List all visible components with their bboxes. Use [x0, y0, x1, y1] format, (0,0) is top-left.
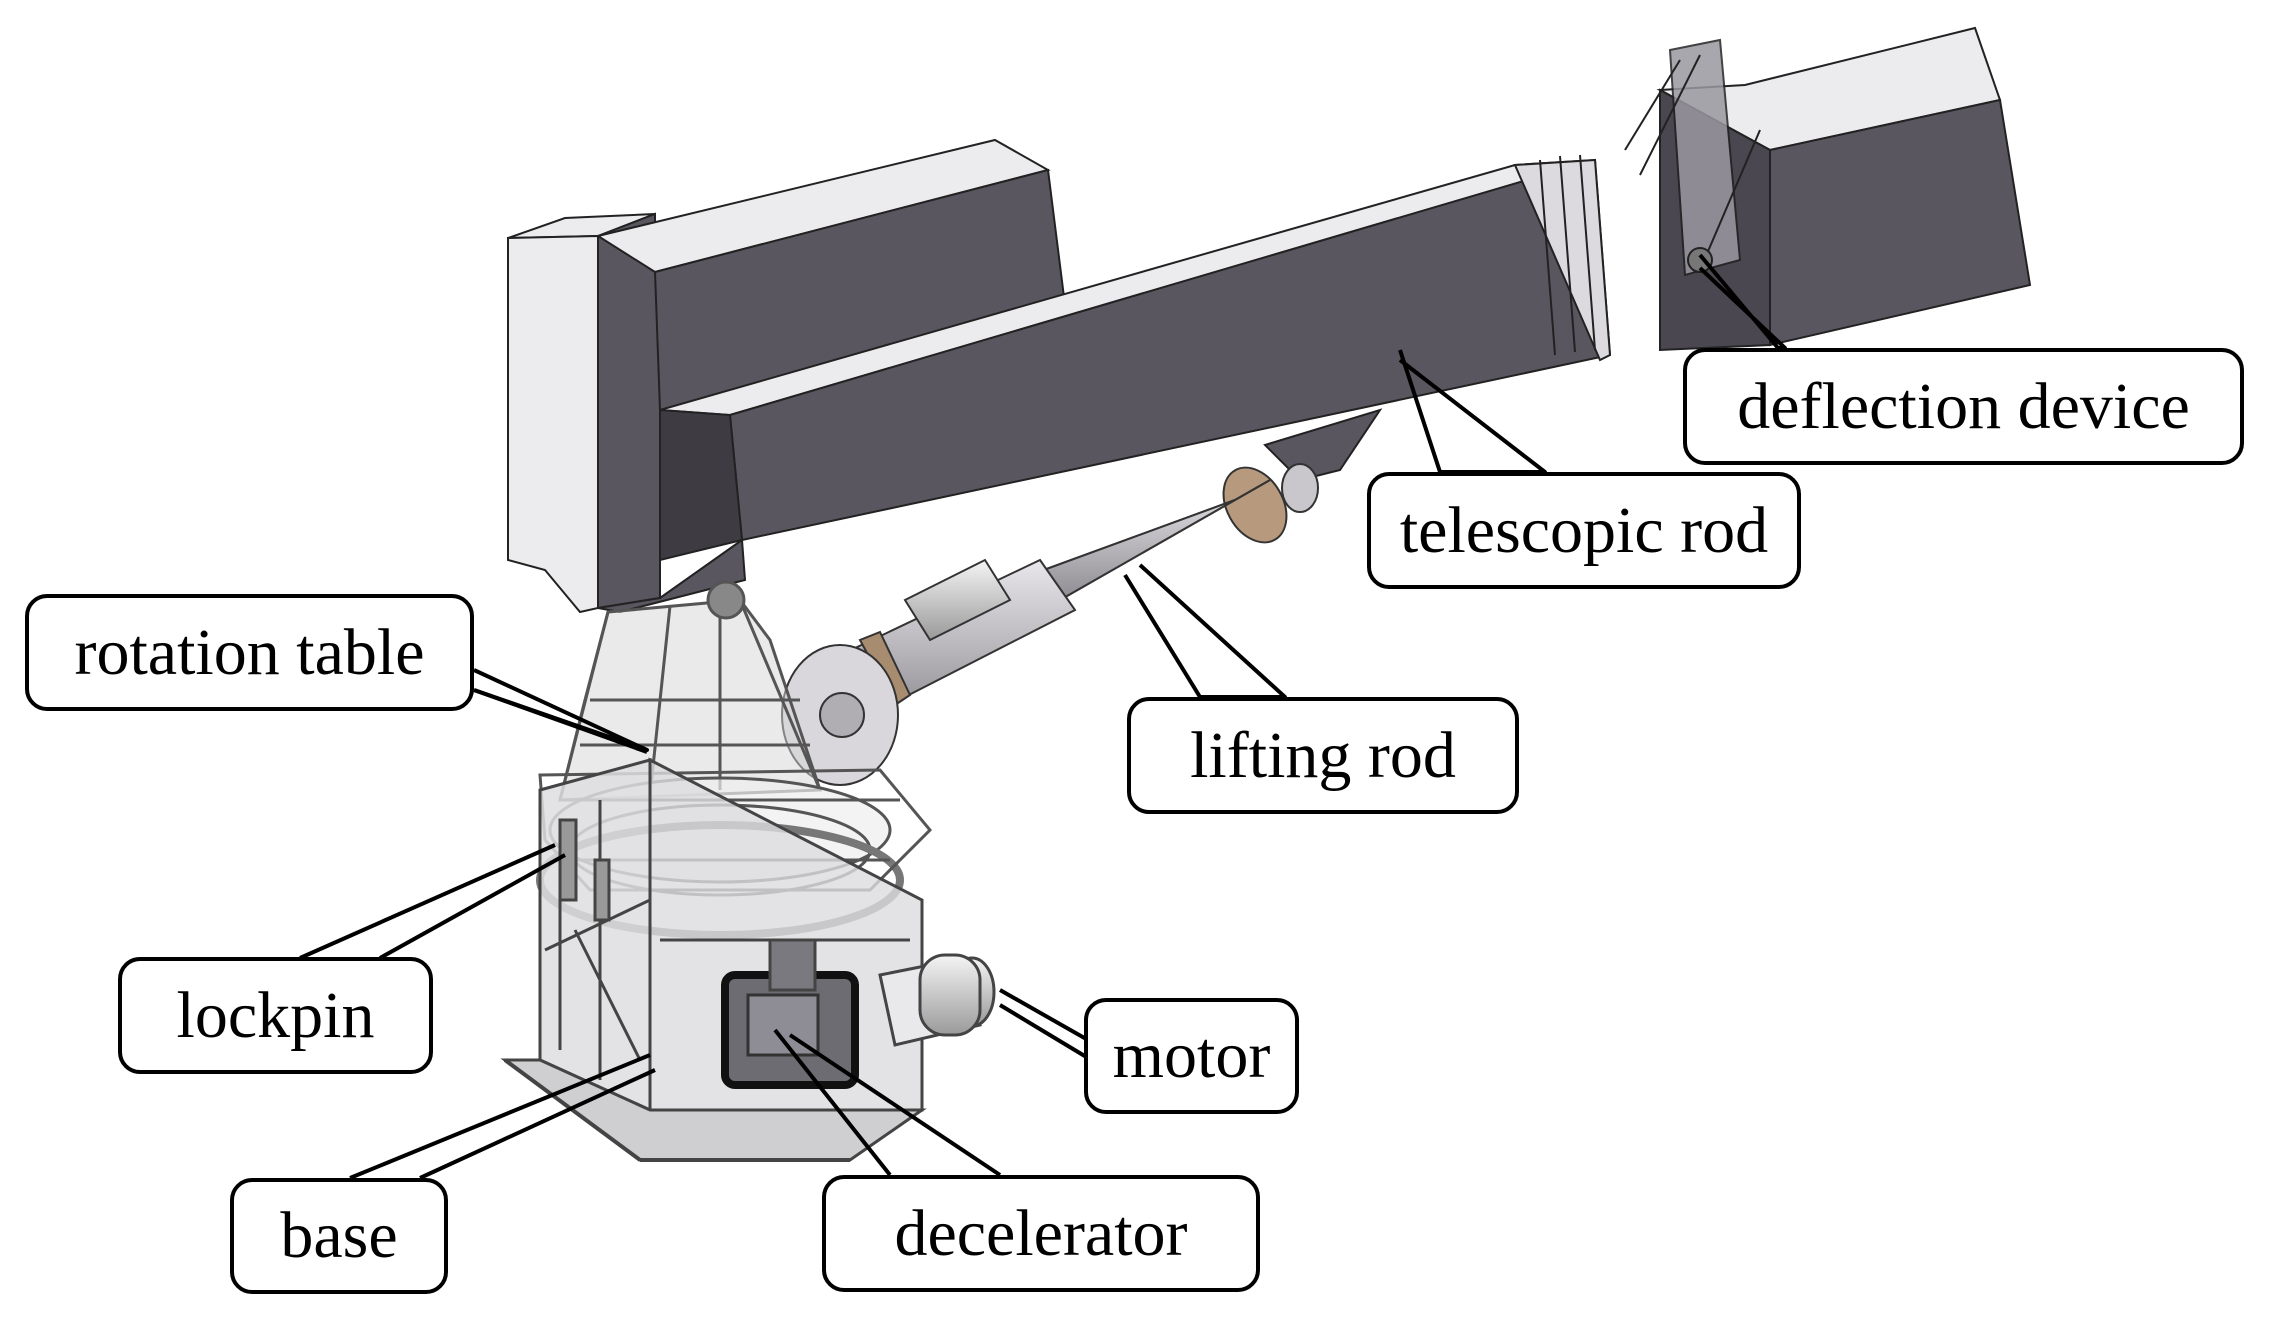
base-drawing — [500, 757, 996, 1162]
rotation-table-label: rotation table — [25, 594, 474, 711]
leader-lockpin-b — [379, 853, 566, 960]
leader-decel-b — [788, 1033, 1002, 1177]
deflection-device-label: deflection device — [1683, 348, 2244, 465]
leader-lifting — [1123, 563, 1287, 699]
lockpin-label: lockpin — [118, 957, 433, 1074]
leader-base-b — [419, 1068, 656, 1180]
leader-motor — [998, 1003, 1090, 1060]
leader-motor-b — [999, 988, 1089, 1042]
lifting-rod-drawing — [781, 463, 1319, 786]
leader-decel-a — [773, 1028, 892, 1177]
leader-rotation-b — [473, 688, 648, 754]
lifting-rod-label: lifting rod — [1127, 697, 1519, 814]
base-label: base — [230, 1178, 448, 1294]
leader-base-a — [349, 1053, 651, 1180]
leader-lockpin-a — [299, 843, 556, 960]
motor-label: motor — [1084, 998, 1299, 1114]
telescopic-rod-label: telescopic rod — [1367, 472, 1801, 589]
decelerator-label: decelerator — [822, 1175, 1260, 1292]
telescopic-rod-drawing — [507, 26, 2032, 614]
